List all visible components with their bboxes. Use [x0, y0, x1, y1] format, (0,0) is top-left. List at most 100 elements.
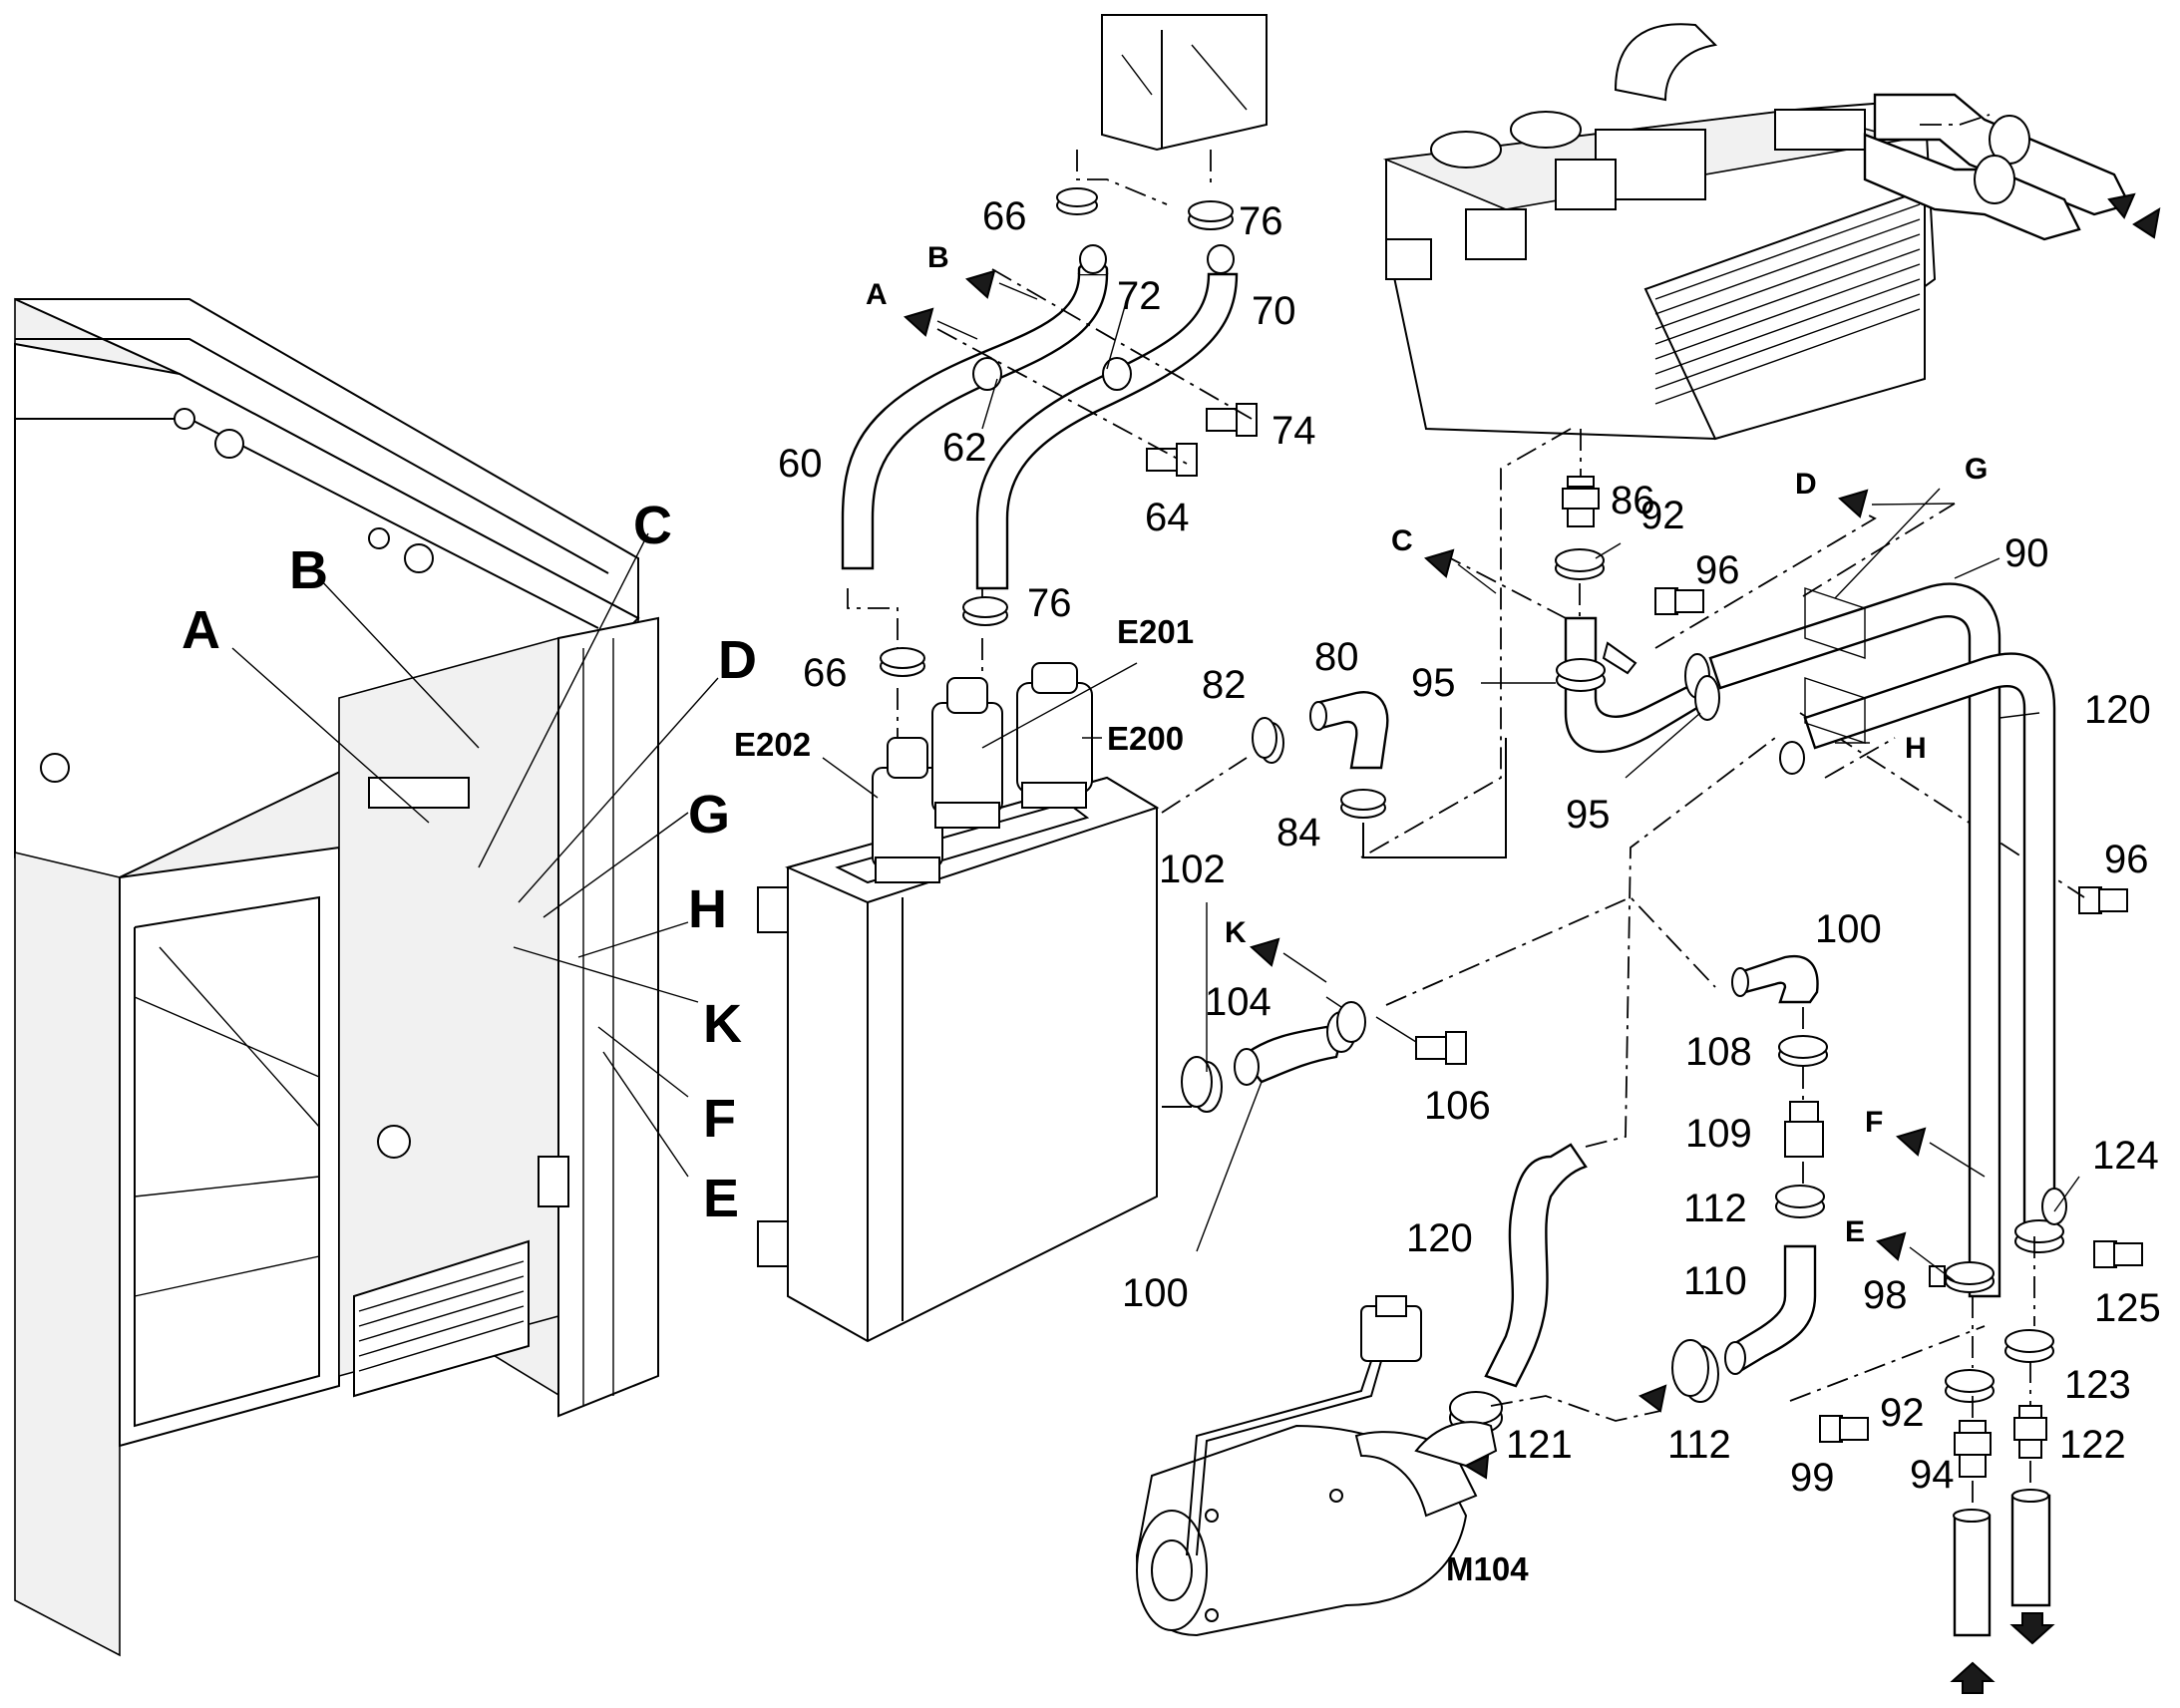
callout-112-upper: 112: [1683, 1187, 1747, 1230]
sensor-e202: [872, 737, 943, 883]
callout-76-top: 76: [1239, 199, 1283, 243]
cabinet-label-k: K: [703, 994, 742, 1054]
clamp-92-lower: [1945, 1296, 1995, 1403]
bolt-106: [1375, 1016, 1467, 1065]
callout-120-left: 120: [1406, 1216, 1473, 1260]
component-labels: E200 E201 E202 M104: [734, 613, 1529, 1587]
part-number-labels: 60 62 64 66 66 70 72 74 76 76 80 82 84 8…: [778, 194, 2161, 1500]
callout-100-right: 100: [1815, 907, 1882, 951]
tank-assembly: [757, 662, 1160, 1343]
cabinet-label-c: C: [633, 496, 672, 555]
clamp-112-lower: [1671, 1339, 1719, 1403]
pump-m104: [1135, 1295, 1498, 1637]
hose-70: [975, 272, 1239, 590]
clamp-92-upper: [1555, 548, 1605, 618]
callout-120-right: 120: [2084, 688, 2151, 732]
flow-arrow-heater-out: [2132, 207, 2161, 239]
flow-arrow-a: [904, 307, 934, 337]
elbow-80: [1161, 691, 1507, 858]
callout-76-bottom: 76: [1027, 581, 1072, 625]
flow-arrow-e: [1876, 1231, 1907, 1261]
clamp-108: [1778, 1007, 1828, 1067]
callout-66-top: 66: [982, 194, 1027, 238]
hose-120-lower: [1484, 737, 1776, 1388]
flow-label-h: H: [1905, 732, 1927, 765]
clamp-124: [2014, 1188, 2067, 1253]
flow-arrow-k: [1250, 937, 1280, 967]
component-label-m104: M104: [1446, 1550, 1529, 1587]
cabinet-label-d: D: [718, 630, 757, 690]
callout-102: 102: [1159, 848, 1226, 891]
callout-72: 72: [1117, 274, 1162, 318]
cabinet-label-f: F: [703, 1089, 736, 1149]
callout-123: 123: [2064, 1363, 2131, 1407]
callout-99: 99: [1790, 1456, 1835, 1500]
cabinet-label-g: G: [688, 785, 730, 845]
cabinet-label-h: H: [688, 879, 727, 939]
callout-125: 125: [2094, 1286, 2161, 1330]
clamp-98: [1929, 1261, 1995, 1293]
cabinet-leaders: [231, 532, 719, 1178]
flow-label-g: G: [1965, 453, 1988, 486]
fitting-122: [2013, 1361, 2047, 1459]
callout-90: 90: [2004, 531, 2049, 575]
component-label-e202: E202: [734, 726, 811, 763]
callout-62: 62: [942, 426, 987, 470]
callout-60: 60: [778, 442, 823, 486]
callout-95-lower: 95: [1566, 793, 1611, 837]
callout-70: 70: [1252, 289, 1296, 333]
flow-arrow-b: [965, 269, 996, 299]
heater-outlet-pipes: [1863, 93, 2131, 241]
callout-95-upper: 95: [1411, 661, 1456, 705]
flow-arrow-down: [2009, 1612, 2055, 1645]
flow-arrow-d: [1838, 489, 1869, 518]
component-label-e200: E200: [1107, 720, 1184, 757]
callout-66-bottom: 66: [803, 651, 848, 695]
callout-108: 108: [1685, 1030, 1752, 1074]
bolt-99: [1789, 1325, 1986, 1443]
clamp-102: [1181, 1056, 1223, 1113]
assembly-paths-upper: [847, 150, 1253, 738]
sensor-e200: [1016, 662, 1093, 809]
flow-label-f: F: [1865, 1106, 1883, 1139]
clamps-upper: [880, 187, 1235, 677]
upper-bracket: [1101, 14, 1268, 152]
flow-arrow-c: [1424, 548, 1455, 578]
assembly-paths-right: [1360, 428, 2085, 898]
hose-120-long: [1779, 652, 2056, 1233]
flow-label-a: A: [866, 278, 888, 311]
bolts-upper: [1146, 403, 1258, 477]
cabinet-label-b: B: [289, 540, 328, 600]
hose-110: [1724, 1244, 1817, 1375]
flow-label-b: B: [927, 241, 949, 274]
fitting-109: [1784, 1067, 1824, 1158]
flow-leaders: [936, 282, 1986, 1282]
callout-96-lower: 96: [2104, 838, 2149, 881]
flow-arrow-heater-in: [2107, 192, 2136, 219]
sensor-leaders: [822, 662, 1138, 799]
flow-arrow-f: [1896, 1127, 1927, 1157]
callout-124: 124: [2092, 1134, 2159, 1178]
callout-104: 104: [1205, 980, 1272, 1024]
hose-90: [1708, 582, 2001, 1298]
callout-74: 74: [1272, 409, 1316, 453]
callout-122: 122: [2059, 1423, 2126, 1467]
callout-96-upper: 96: [1695, 548, 1740, 592]
cabinet-letter-labels: A B C D G H K F E: [182, 496, 757, 1228]
heater-unit: [1382, 23, 1937, 441]
sensor-e201: [931, 677, 1003, 829]
bolt-96-lower: [2078, 886, 2128, 914]
component-label-e201: E201: [1117, 613, 1194, 650]
callout-86: 86: [1611, 479, 1655, 522]
callout-98: 98: [1863, 1273, 1908, 1317]
callout-leaders: [981, 298, 2080, 1252]
callout-106: 106: [1424, 1084, 1491, 1128]
drain-pipes: [1953, 1461, 2051, 1637]
flow-label-c: C: [1391, 524, 1413, 557]
callout-100-left: 100: [1122, 1271, 1189, 1315]
flow-arrow-up: [1950, 1661, 1996, 1694]
clamp-112-upper: [1775, 1162, 1825, 1218]
callout-64: 64: [1145, 496, 1190, 539]
